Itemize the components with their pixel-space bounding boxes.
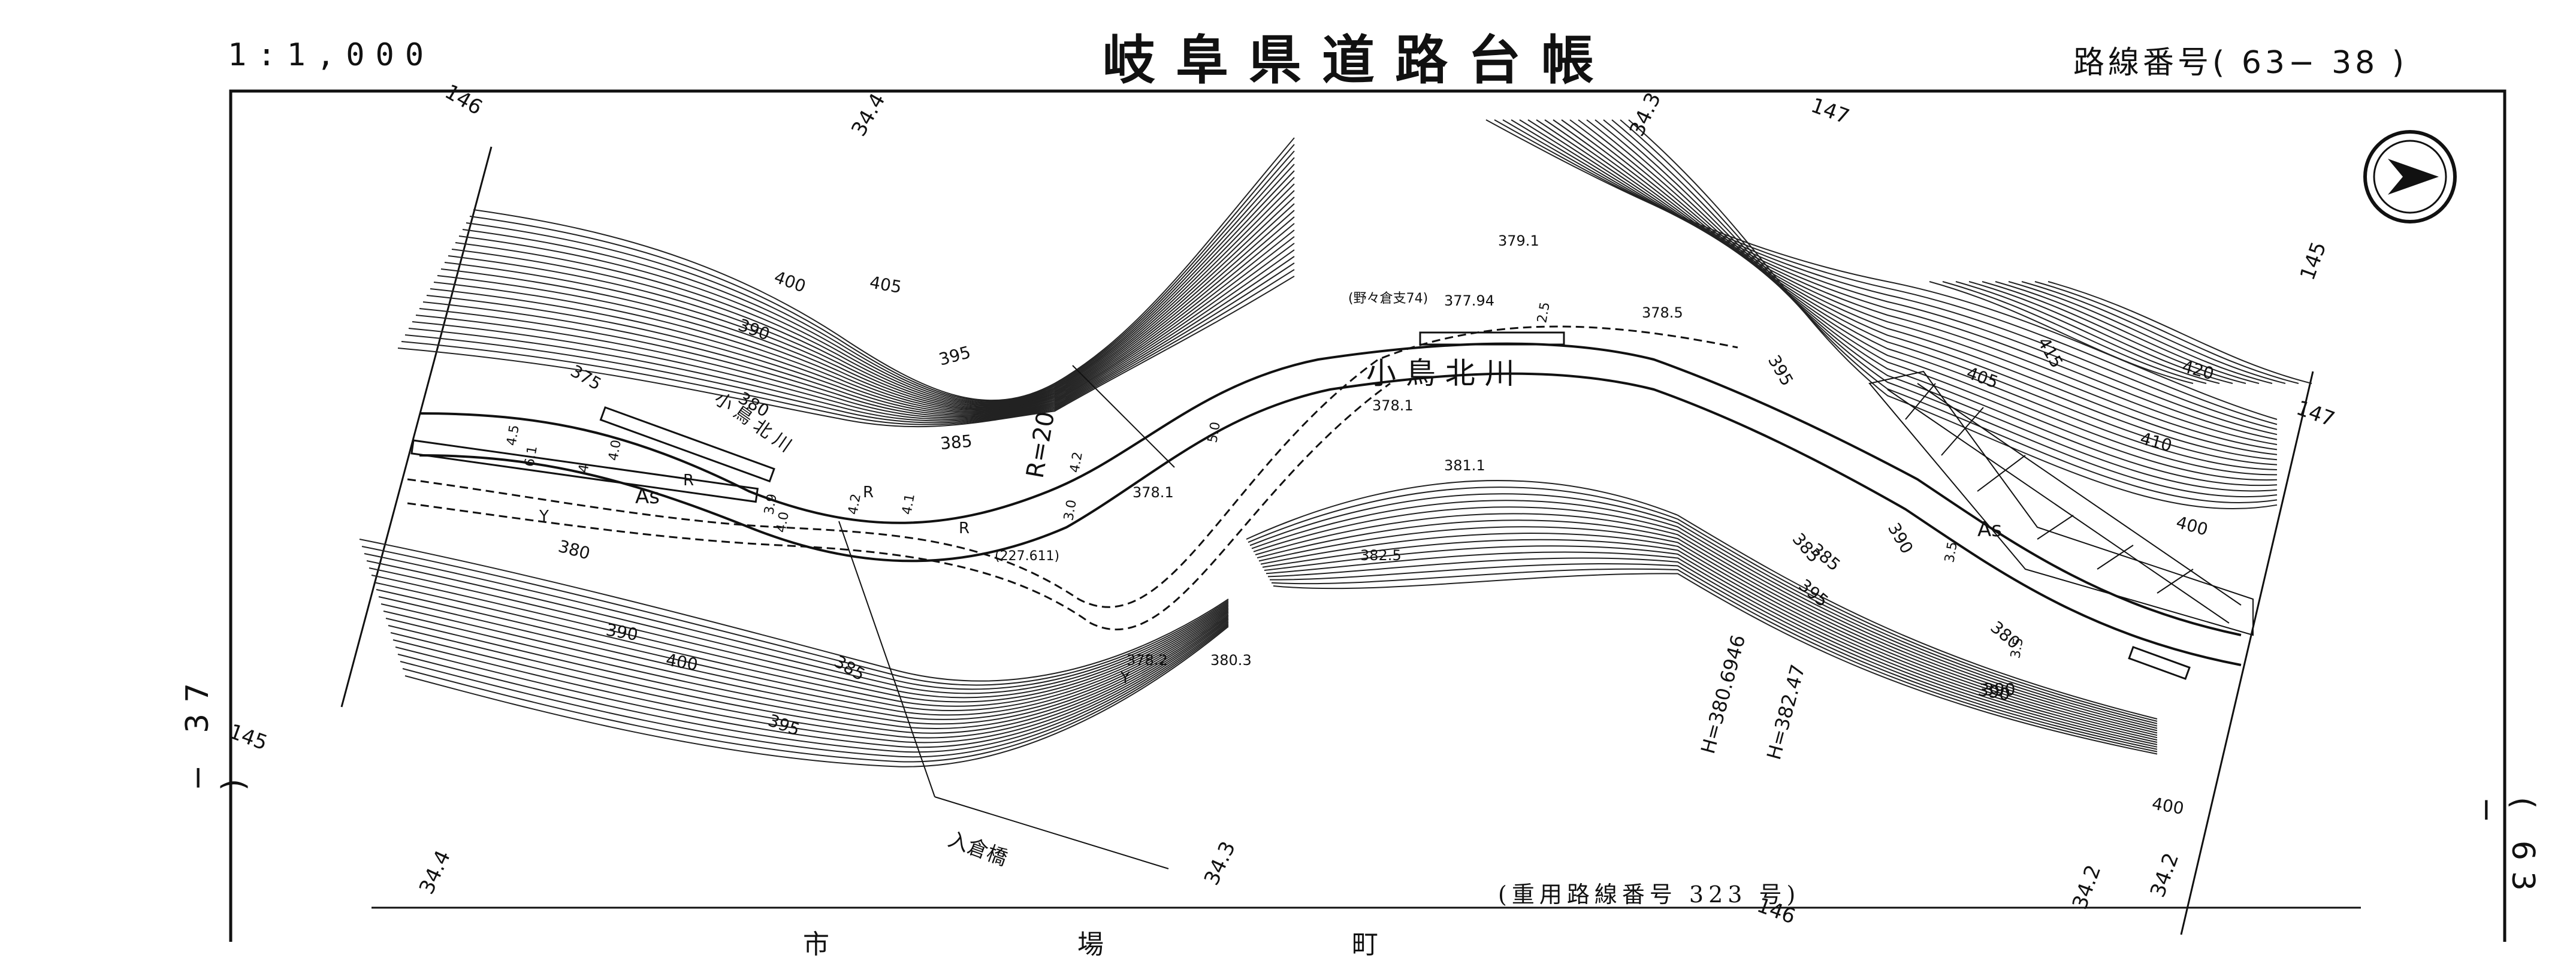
sheet-mark-5: 145 (226, 720, 271, 755)
width-mark-5: 4.2 (845, 492, 864, 516)
contour-label-8: 390 (605, 619, 639, 645)
contour-label-15: 420 (2180, 356, 2216, 384)
bridge-leader (838, 521, 935, 797)
contour-label-3: 395 (937, 342, 973, 370)
contour-label-0: 400 (772, 267, 809, 297)
height-2: H=382.47 (1762, 662, 1810, 762)
benchmark-point: (227.611) (995, 549, 1059, 564)
width-mark-6: 4.1 (899, 492, 918, 516)
map-scale: 1:1,000 (228, 37, 435, 73)
contour-label-1: 405 (868, 272, 903, 297)
width-mark-3: 3.9 (762, 492, 780, 516)
width-mark-10: 2.5 (1535, 301, 1553, 324)
width-mark-1: 6.1 (522, 445, 540, 468)
area-boundary-left (340, 146, 493, 708)
contour-label-22: 390 (1983, 679, 2015, 699)
north-arrow-icon (2363, 130, 2457, 223)
sheet-mark-6: 34.4 (415, 847, 455, 898)
contour-label-4: 385 (940, 431, 973, 454)
sheet-header: 1:1,000 岐阜県道路台帳 路線番号( 63− 38 ) (0, 0, 2576, 91)
benchmark-name: (野々倉支74) (1348, 291, 1428, 306)
width-mark-4: 4.0 (774, 510, 792, 534)
width-mark-13: 3.5 (1942, 540, 1961, 564)
sheet-mark-11: 145 (2296, 238, 2332, 283)
height-1: H=380.6946 (1696, 633, 1750, 756)
road-mark-0: R (863, 483, 874, 501)
contour-label-11: 395 (766, 711, 803, 740)
river (419, 342, 2242, 666)
spot-height-7: 378.2 (1127, 652, 1168, 669)
locality-label: 市 場 町 (803, 929, 1498, 960)
spot-height-2: 378.5 (1642, 304, 1683, 321)
contour-label-6: 375 (567, 361, 605, 394)
pavement-as-1: As (635, 485, 660, 509)
contour-label-12: 395 (1764, 352, 1797, 389)
dual-route-label: (重用路線番号 323 号) (1498, 881, 1801, 908)
contour-label-17: 400 (2174, 512, 2210, 540)
contour-label-25: 390 (1884, 519, 1917, 557)
pavement-as-2: As (1977, 518, 2002, 542)
river-name: 小 鳥 北 川 (1366, 356, 1515, 391)
spot-height-0: 379.1 (1498, 232, 1539, 249)
road-mark-4: Y (1120, 669, 1130, 687)
sheet-mark-0: 146 (441, 80, 487, 120)
route-number: 路線番号( 63− 38 ) (2073, 45, 2408, 81)
contour-label-23: 400 (2151, 793, 2185, 818)
contour-label-20: 395 (1795, 575, 1832, 611)
contour-lines (359, 119, 2312, 767)
crosshatch-area (1868, 370, 2254, 636)
road (407, 325, 1738, 631)
contour-label-13: 405 (1964, 363, 2001, 392)
map-frame (229, 89, 2506, 942)
spot-height-8: 380.3 (1210, 652, 1252, 669)
width-mark-0: 4.5 (504, 424, 523, 447)
page-title: 岐阜県道路台帳 (1103, 29, 1615, 91)
width-mark-11: 4.0 (606, 439, 624, 462)
spot-height-4: 378.1 (1372, 397, 1414, 414)
width-mark-8: 4.2 (1067, 451, 1086, 474)
width-mark-9: 3.5 (2008, 636, 2027, 660)
retaining-walls (410, 331, 2191, 680)
spot-height-1: 377.94 (1444, 292, 1494, 309)
spot-height-5: 381.1 (1444, 457, 1485, 474)
area-boundary-right (2180, 371, 2314, 935)
width-mark-2: 4 (576, 463, 592, 474)
contour-label-7: 380 (556, 536, 592, 564)
contour-label-2: 390 (736, 315, 773, 344)
curve-radius: R=20 (1022, 409, 1061, 480)
spot-height-6: 382.5 (1360, 547, 1402, 564)
sheet-mark-1: 34.4 (847, 89, 890, 141)
bridge-label: 入倉橋 (945, 827, 1011, 871)
sheet-mark-7: 34.3 (1200, 838, 1240, 889)
road-mark-3: Y (539, 507, 549, 525)
width-mark-7: 3.0 (1061, 498, 1080, 522)
sheet-mark-2: 34.3 (1625, 89, 1666, 140)
width-mark-12: 5.0 (1205, 421, 1224, 444)
sheet-mark-3: 147 (1808, 93, 1853, 129)
spot-height-3: 378.1 (1133, 484, 1174, 501)
road-mark-2: R (683, 472, 694, 489)
sheet-mark-9: 34.2 (2068, 862, 2106, 912)
sheet-mark-4: 34.2 (2146, 850, 2184, 900)
road-mark-1: R (959, 519, 970, 537)
